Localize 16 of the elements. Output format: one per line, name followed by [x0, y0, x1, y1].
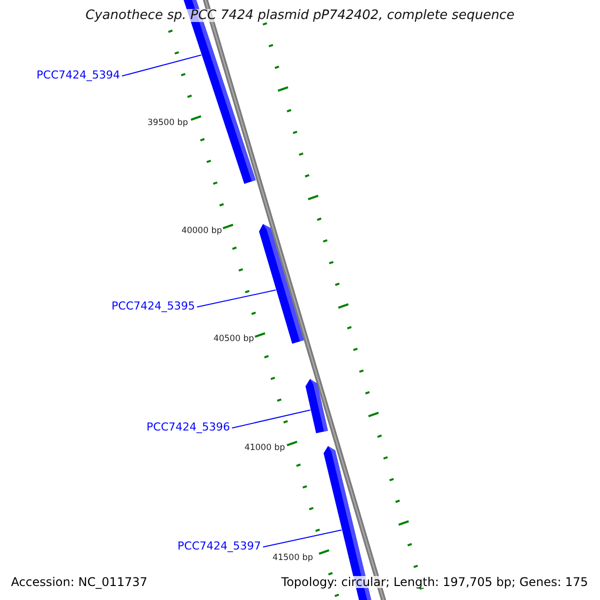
info-text: Accession: NC_011737 [9, 576, 150, 588]
gene-feature-bar [306, 379, 328, 434]
leader-line [122, 54, 202, 76]
gene-label: PCC7424_5395 [112, 300, 195, 312]
position-label: 41500 bp [272, 554, 313, 562]
leader-line [262, 530, 342, 548]
gene-label: PCC7424_5394 [36, 70, 120, 80]
gene-label: PCC7424_5396 [146, 422, 230, 432]
info-text: Topology: circular; Length: 197,705 bp; Genes: 175 [279, 576, 590, 588]
position-label: 39500 bp [147, 118, 188, 128]
gene-label: PCC7424_5397 [178, 540, 261, 552]
position-label: 41000 bp [244, 444, 285, 452]
leader-line [232, 410, 311, 428]
leader-line [196, 290, 276, 308]
position-label: 40000 bp [181, 226, 222, 236]
gene-feature-bar [259, 224, 304, 344]
